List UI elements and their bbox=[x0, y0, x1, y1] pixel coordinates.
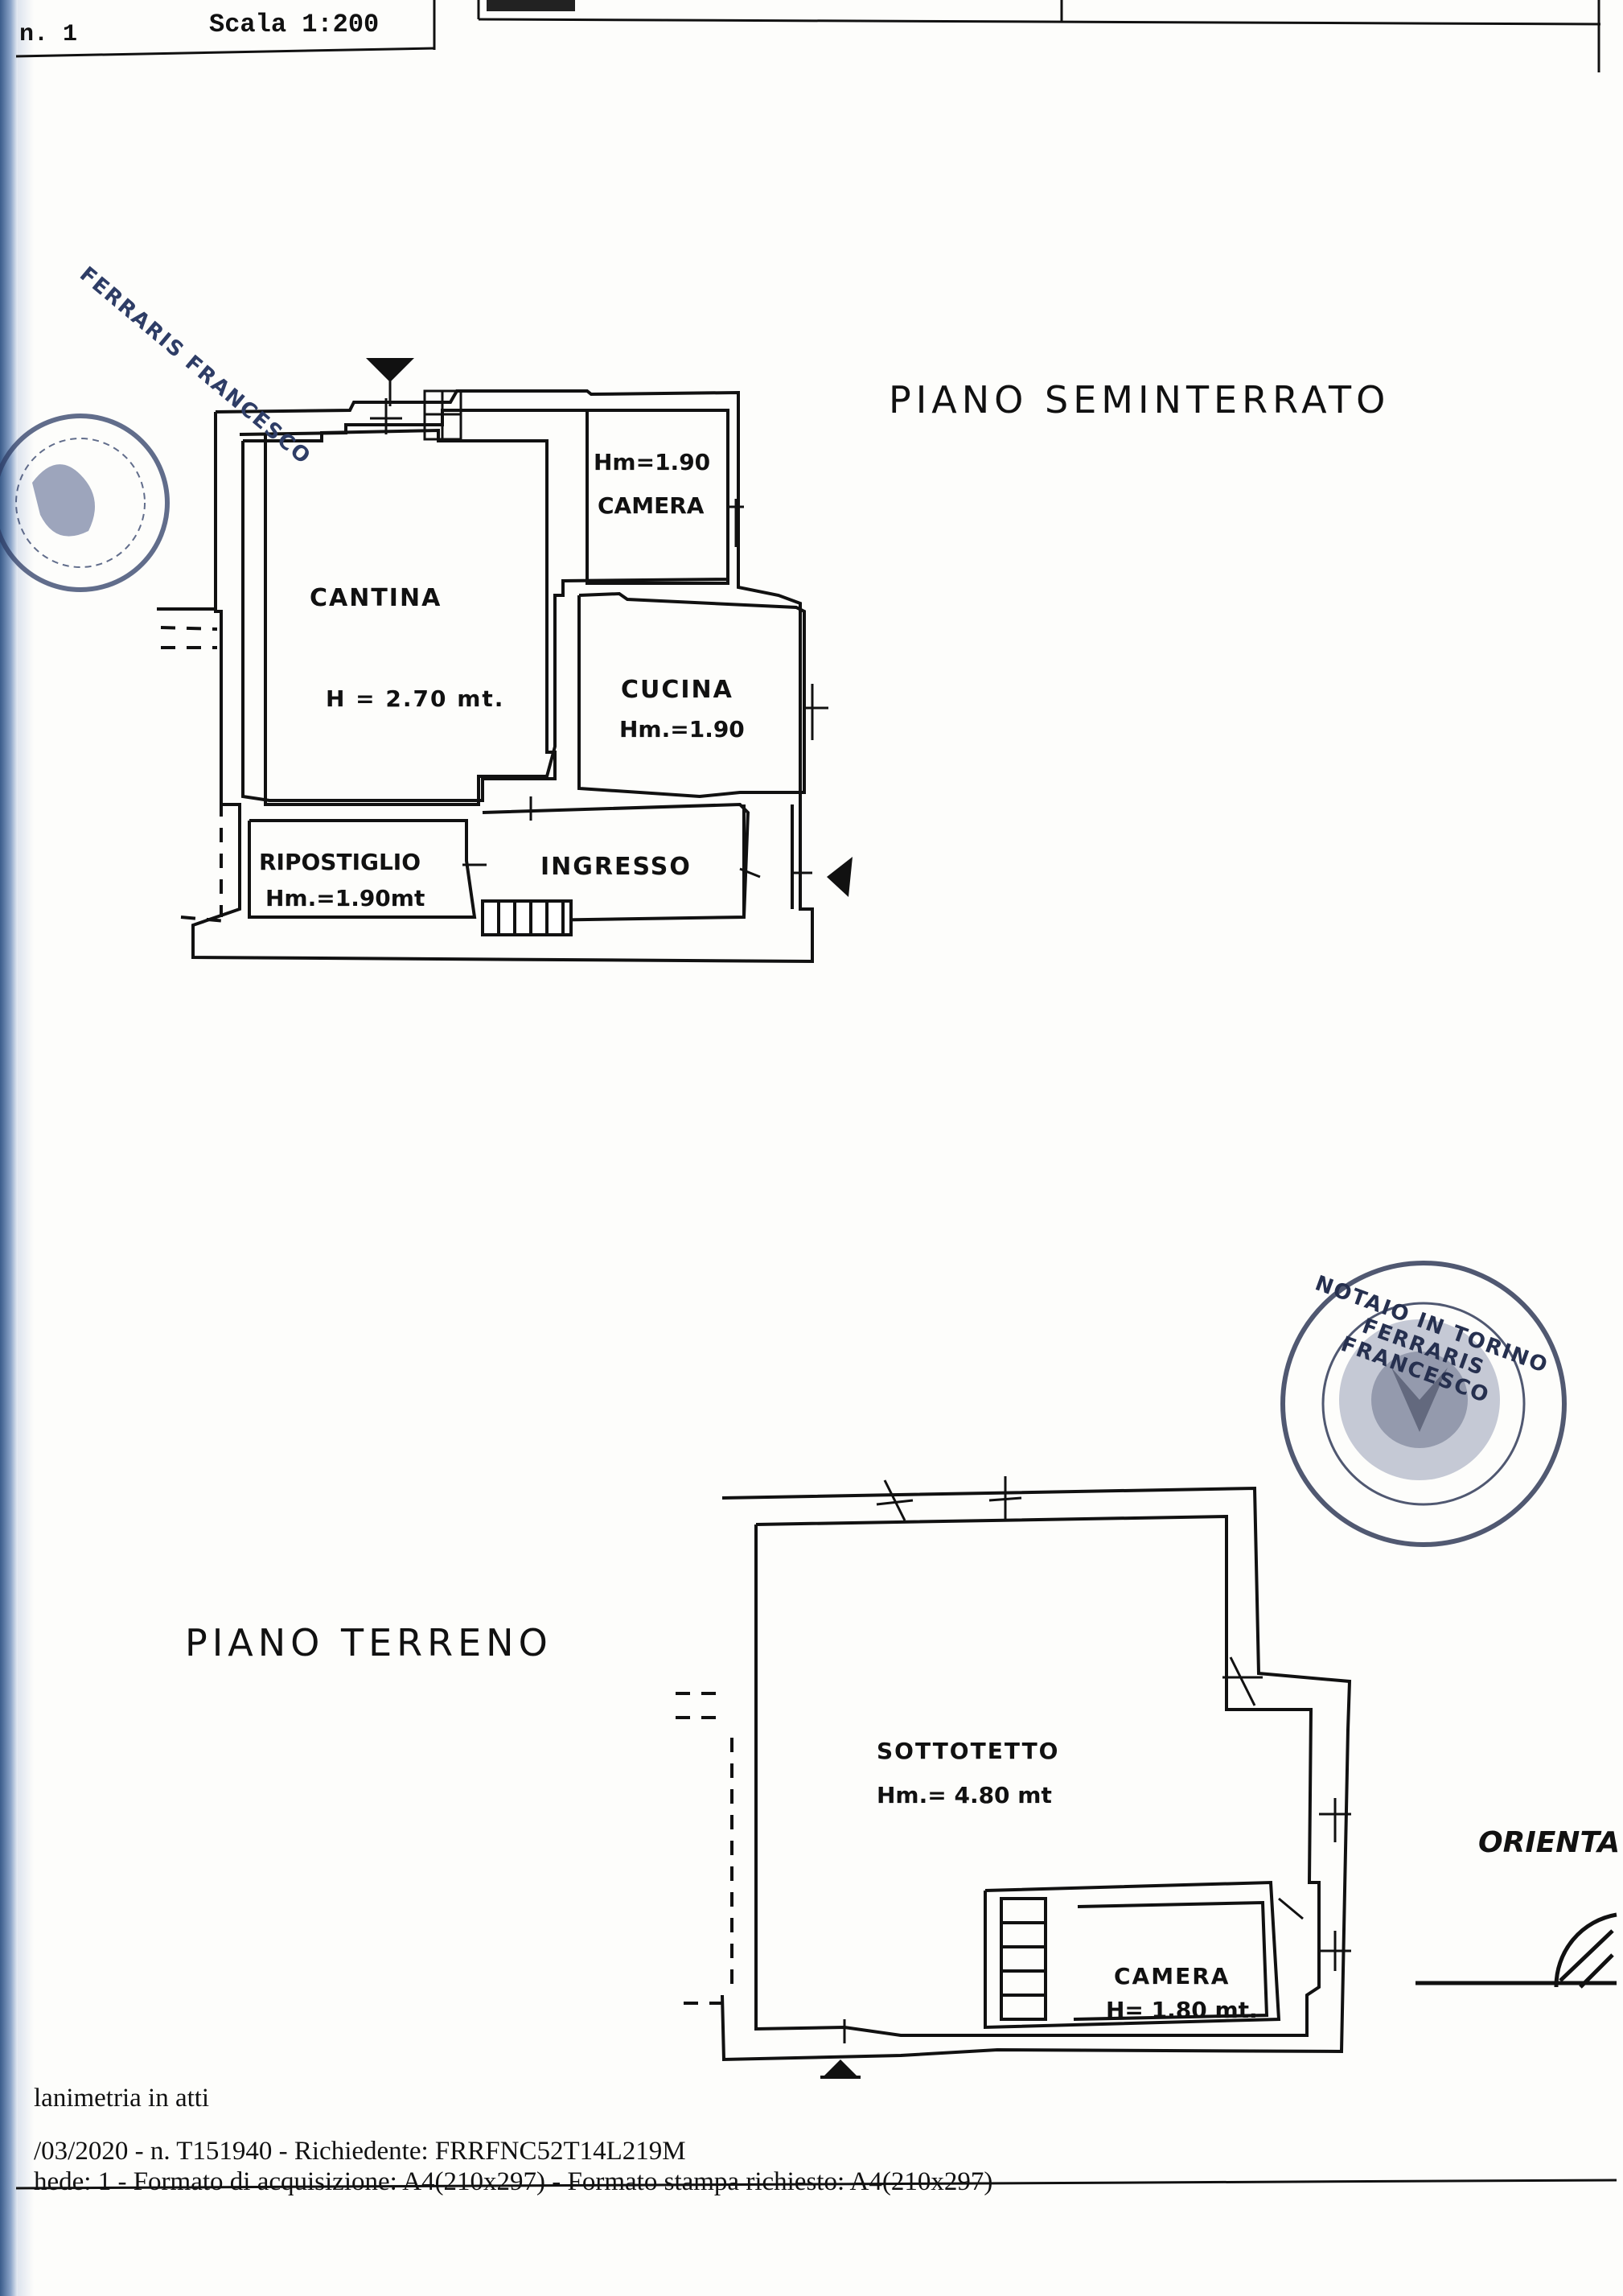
cantina-label: CANTINA bbox=[310, 584, 442, 612]
semi-plan-walls bbox=[191, 389, 814, 964]
footer-line-2: /03/2020 - n. T151940 - Richiedente: FRR… bbox=[34, 2137, 686, 2166]
ingresso-label: INGRESSO bbox=[540, 853, 692, 881]
camera-terreno-label: CAMERA bbox=[1114, 1963, 1231, 1989]
orientation-label: ORIENTA bbox=[1478, 1826, 1621, 1859]
notary-seal-bottom bbox=[1280, 1261, 1567, 1547]
sottotetto-label: SOTTOTETTO bbox=[877, 1738, 1060, 1764]
terreno-floor-title: PIANO TERRENO bbox=[185, 1621, 553, 1664]
camera-semi-label: CAMERA bbox=[598, 492, 705, 519]
footer-line-1: lanimetria in atti bbox=[34, 2084, 210, 2113]
cantina-height: H = 2.70 mt. bbox=[326, 685, 505, 712]
ripostiglio-label: RIPOSTIGLIO bbox=[259, 849, 421, 875]
sheet-number: n. 1 bbox=[19, 21, 78, 48]
scale-label: Scala 1:200 bbox=[209, 10, 380, 39]
ripostiglio-height: Hm.=1.90mt bbox=[265, 885, 425, 911]
cucina-label: CUCINA bbox=[621, 676, 733, 704]
header-strip: n. 1 Scala 1:200 bbox=[16, 0, 1617, 56]
scan-left-edge bbox=[0, 0, 18, 2296]
orientation-compass bbox=[1416, 1912, 1617, 1989]
sottotetto-height: Hm.= 4.80 mt bbox=[877, 1782, 1052, 1808]
notary-seal-top bbox=[0, 414, 170, 592]
footer-line-3: hede: 1 - Formato di acquisizione: A4(21… bbox=[34, 2167, 993, 2196]
cucina-height: Hm.=1.90 bbox=[619, 716, 745, 743]
semi-floor-title: PIANO SEMINTERRATO bbox=[889, 378, 1391, 422]
terreno-plan-walls bbox=[721, 1486, 1352, 2062]
camera-semi-height: Hm=1.90 bbox=[594, 449, 711, 475]
camera-terreno-height: H= 1.80 mt. bbox=[1106, 1997, 1258, 2023]
